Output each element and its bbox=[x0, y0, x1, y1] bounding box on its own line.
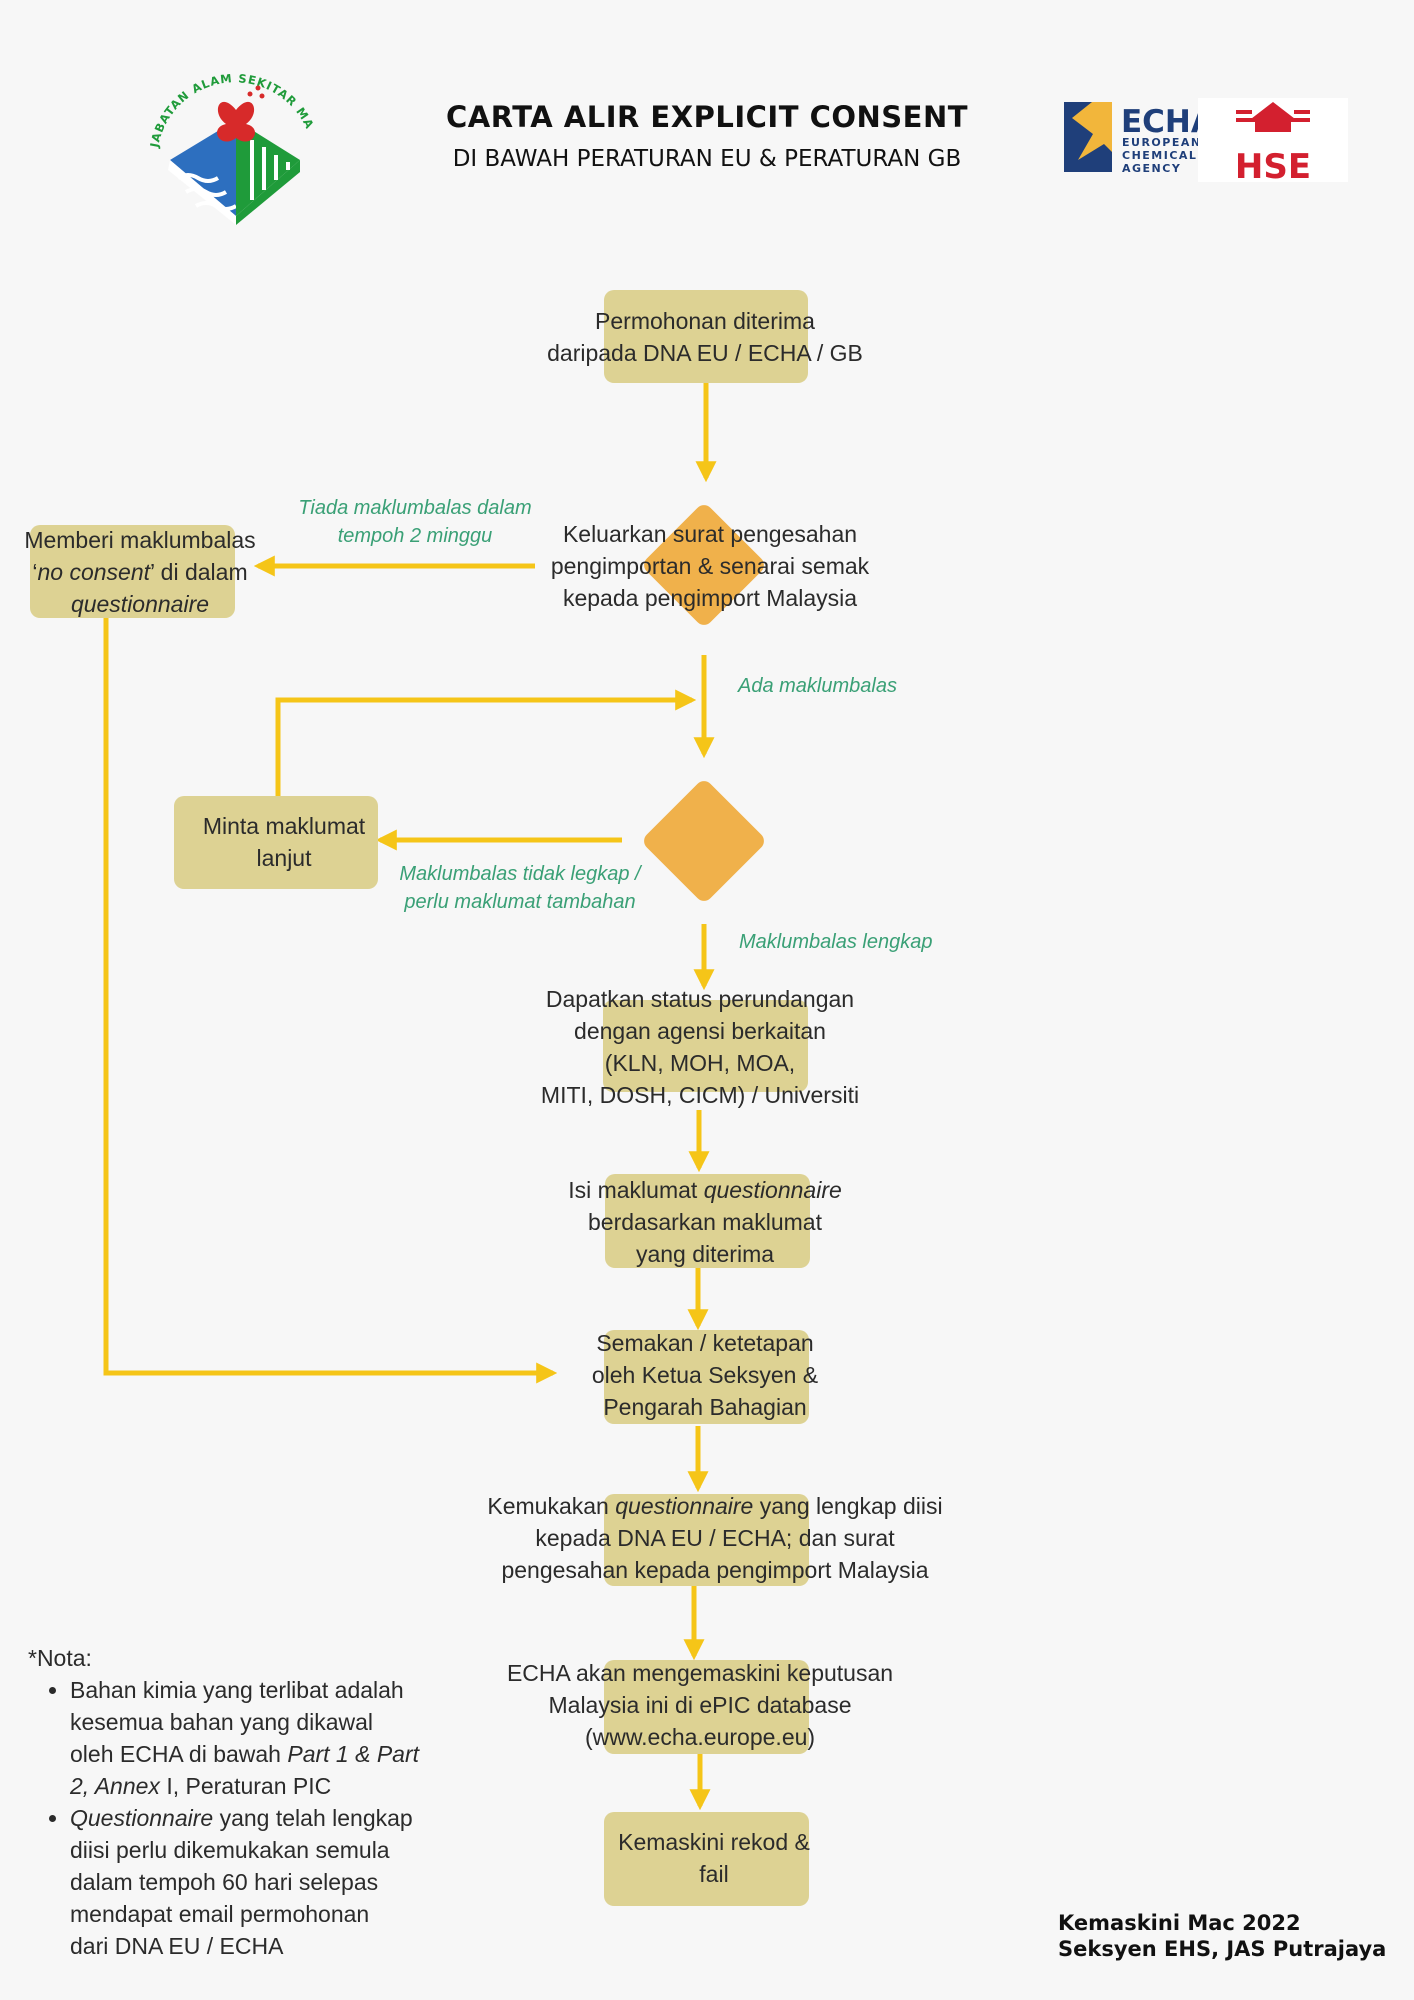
edge-label-complete: Maklumbalas lengkap bbox=[739, 931, 933, 953]
jas-logo-green-tail bbox=[236, 160, 300, 225]
hse-logo-text: HSE bbox=[1235, 147, 1311, 187]
page-title: CARTA ALIR EXPLICIT CONSENT bbox=[445, 100, 969, 134]
echa-logo-line3: AGENCY bbox=[1122, 162, 1181, 175]
node-status-box bbox=[603, 1000, 808, 1092]
node-fill-box bbox=[605, 1174, 810, 1268]
node-issue-diamond bbox=[644, 505, 764, 625]
node-no-consent-label: Memberi maklumbalas ‘no consent’ di dala… bbox=[24, 527, 256, 617]
footer-updated: Kemaskini Mac 2022 bbox=[1058, 1911, 1301, 1935]
hibiscus-icon bbox=[217, 101, 255, 142]
page-subtitle: DI BAWAH PERATURAN EU & PERATURAN GB bbox=[452, 146, 962, 172]
note-heading: *Nota: bbox=[28, 1645, 92, 1671]
jas-logo-blue-quadrant bbox=[170, 120, 236, 216]
node-review-label: Semakan / ketetapan oleh Ketua Seksyen &… bbox=[591, 1330, 819, 1420]
node-submit-box bbox=[604, 1494, 809, 1586]
echa-logo-line1: EUROPEAN bbox=[1122, 136, 1202, 149]
edge-label-has-response: Ada maklumbalas bbox=[738, 675, 897, 697]
arrow-no-consent-to-review bbox=[103, 618, 558, 1384]
note-section: *Nota: Bahan kimia yang terlibat adalah … bbox=[28, 1642, 448, 1962]
node-decision-diamond bbox=[644, 781, 764, 901]
edge-label-incomplete: Maklumbalas tidak legkap / perlu makluma… bbox=[399, 863, 641, 913]
hse-house-icon bbox=[1247, 102, 1299, 132]
node-echa-update-box bbox=[604, 1660, 809, 1754]
node-echa-update-label: ECHA akan mengemaskini keputusan Malaysi… bbox=[506, 1660, 894, 1750]
node-record-label: Kemaskini rekod & fail bbox=[618, 1829, 810, 1887]
note-item-1: Bahan kimia yang terlibat adalah kesemua… bbox=[70, 1674, 448, 1802]
node-request-box bbox=[604, 290, 808, 383]
echa-star-icon bbox=[1072, 102, 1112, 160]
node-more-info-label: Minta maklumat lanjut bbox=[202, 813, 366, 871]
hse-logo: HSE bbox=[1198, 98, 1348, 187]
jas-logo-ring-text: JABATAN ALAM SEKITAR MALAYSIA bbox=[0, 0, 316, 150]
echa-logo-line2: CHEMICALS bbox=[1122, 149, 1207, 162]
jas-logo: JABATAN ALAM SEKITAR MALAYSIA bbox=[0, 0, 317, 225]
note-item-2: Questionnaire yang telah lengkap diisi p… bbox=[70, 1802, 448, 1962]
edge-label-no-response: Tiada maklumbalas dalam tempoh 2 minggu bbox=[298, 497, 532, 547]
node-status-label: Dapatkan status perundangan dengan agens… bbox=[540, 986, 860, 1108]
node-record-box bbox=[604, 1812, 809, 1906]
node-more-info-box bbox=[174, 796, 378, 889]
footer-credit: Kemaskini Mac 2022 Seksyen EHS, JAS Putr… bbox=[1058, 1910, 1386, 1962]
note-list: Bahan kimia yang terlibat adalah kesemua… bbox=[28, 1674, 448, 1962]
node-issue-label: Keluarkan surat pengesahan pengimportan … bbox=[550, 521, 870, 611]
svg-text:JABATAN ALAM SEKITAR MALAYSIA: JABATAN ALAM SEKITAR MALAYSIA bbox=[0, 0, 317, 150]
arrow-more-info-loop bbox=[275, 689, 697, 796]
footer-section: Seksyen EHS, JAS Putrajaya bbox=[1058, 1937, 1387, 1961]
node-fill-label: Isi maklumat questionnaire berdasarkan m… bbox=[568, 1177, 842, 1267]
node-no-consent-box bbox=[30, 525, 235, 618]
node-request-label: Permohonan diterima daripada DNA EU / EC… bbox=[547, 308, 863, 366]
node-submit-label: Kemukakan questionnaire yang lengkap dii… bbox=[487, 1493, 943, 1583]
node-review-box bbox=[604, 1330, 809, 1424]
